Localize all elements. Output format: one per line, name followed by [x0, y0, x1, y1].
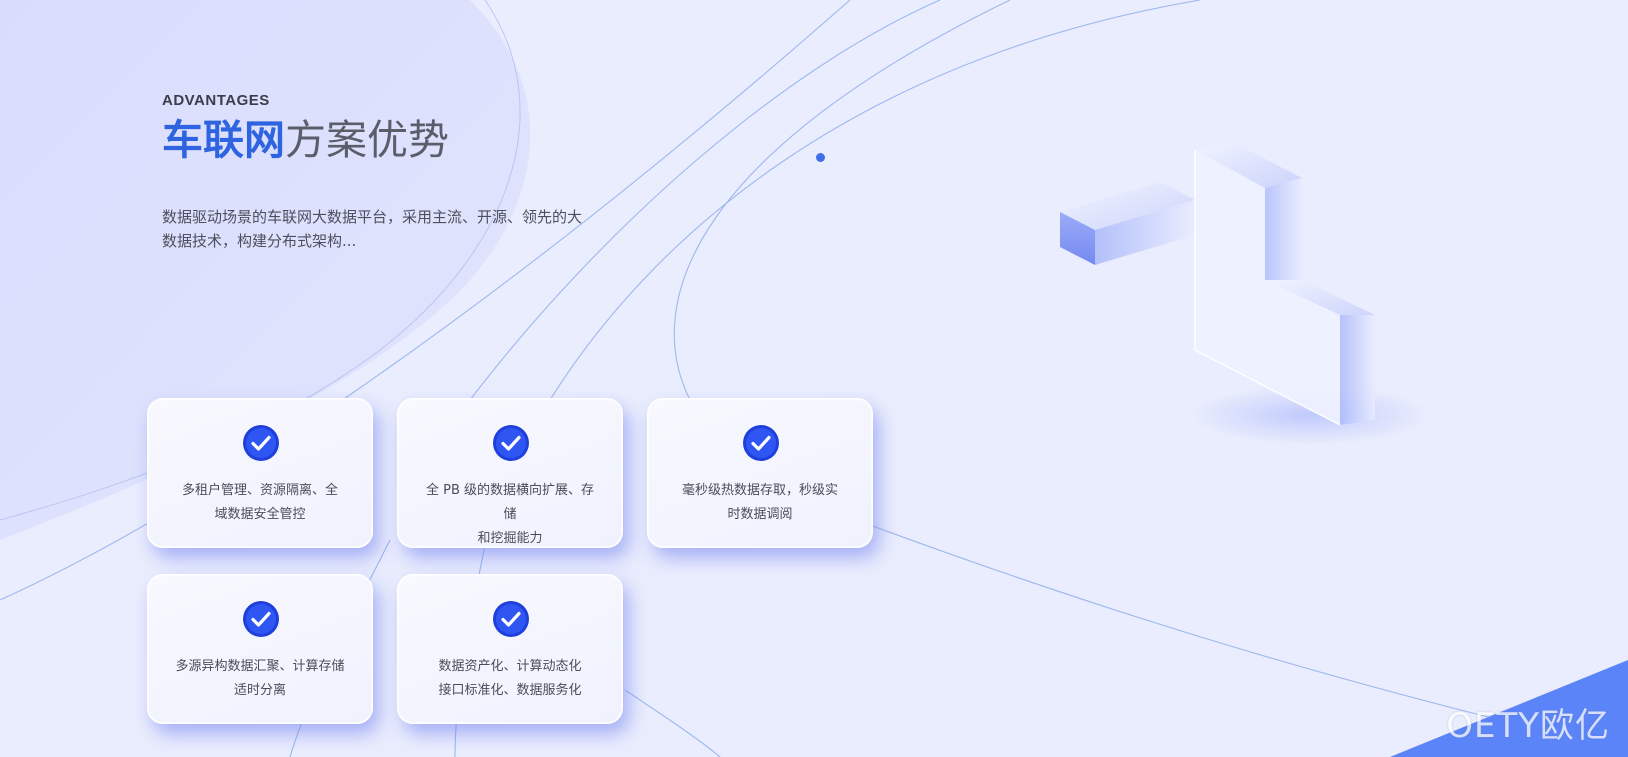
- curve-line-4: [673, 0, 1011, 401]
- card-text: 毫秒级热数据存取，秒级实 时数据调阅: [670, 479, 850, 527]
- card-text: 多源异构数据汇聚、计算存储 适时分离: [170, 655, 350, 703]
- card-text: 数据资产化、计算动态化 接口标准化、数据服务化: [420, 655, 600, 703]
- check-circle-icon: [493, 601, 529, 637]
- advantage-card-1: 多租户管理、资源隔离、全 域数据安全管控: [147, 398, 373, 548]
- card-line-1: 毫秒级热数据存取，秒级实: [681, 483, 838, 498]
- section-eyebrow: ADVANTAGES: [162, 92, 270, 109]
- check-circle-icon: [493, 425, 529, 461]
- card-line-2: 适时分离: [233, 683, 286, 698]
- card-text: 全 PB 级的数据横向扩展、存储 和挖掘能力: [420, 479, 600, 551]
- card-line-1: 多源异构数据汇聚、计算存储: [175, 659, 345, 674]
- title-accent: 车联网: [162, 116, 285, 164]
- page-title: 车联网方案优势: [162, 115, 449, 165]
- card-line-1: 多租户管理、资源隔离、全: [181, 483, 338, 498]
- curve-line-8: [624, 689, 721, 757]
- card-line-2: 域数据安全管控: [214, 507, 306, 522]
- advantage-card-4: 多源异构数据汇聚、计算存储 适时分离: [147, 574, 373, 724]
- card-line-1: 数据资产化、计算动态化: [438, 659, 582, 674]
- section-header: ADVANTAGES 车联网方案优势: [162, 92, 449, 165]
- glass-blocks-illustration: [1060, 142, 1430, 445]
- card-line-2: 和挖掘能力: [477, 531, 543, 546]
- card-line-1: 全 PB 级的数据横向扩展、存储: [425, 483, 595, 522]
- card-line-2: 时数据调阅: [727, 507, 793, 522]
- card-text: 多租户管理、资源隔离、全 域数据安全管控: [170, 479, 350, 527]
- check-circle-icon: [243, 601, 279, 637]
- curve-line-5: [869, 524, 1501, 721]
- card-line-2: 接口标准化、数据服务化: [438, 683, 582, 698]
- curve-line-2: [469, 0, 941, 401]
- check-circle-icon: [743, 425, 779, 461]
- advantage-card-5: 数据资产化、计算动态化 接口标准化、数据服务化: [397, 574, 623, 724]
- watermark-logo: OETY欧亿: [1446, 706, 1610, 746]
- section-description: 数据驱动场景的车联网大数据平台，采用主流、开源、领先的大数据技术，构建分布式架构…: [162, 208, 583, 250]
- check-circle-icon: [243, 425, 279, 461]
- accent-dot: [816, 153, 825, 162]
- advantage-card-2: 全 PB 级的数据横向扩展、存储 和挖掘能力: [397, 398, 623, 548]
- title-rest: 方案优势: [285, 116, 449, 164]
- advantage-card-3: 毫秒级热数据存取，秒级实 时数据调阅: [647, 398, 873, 548]
